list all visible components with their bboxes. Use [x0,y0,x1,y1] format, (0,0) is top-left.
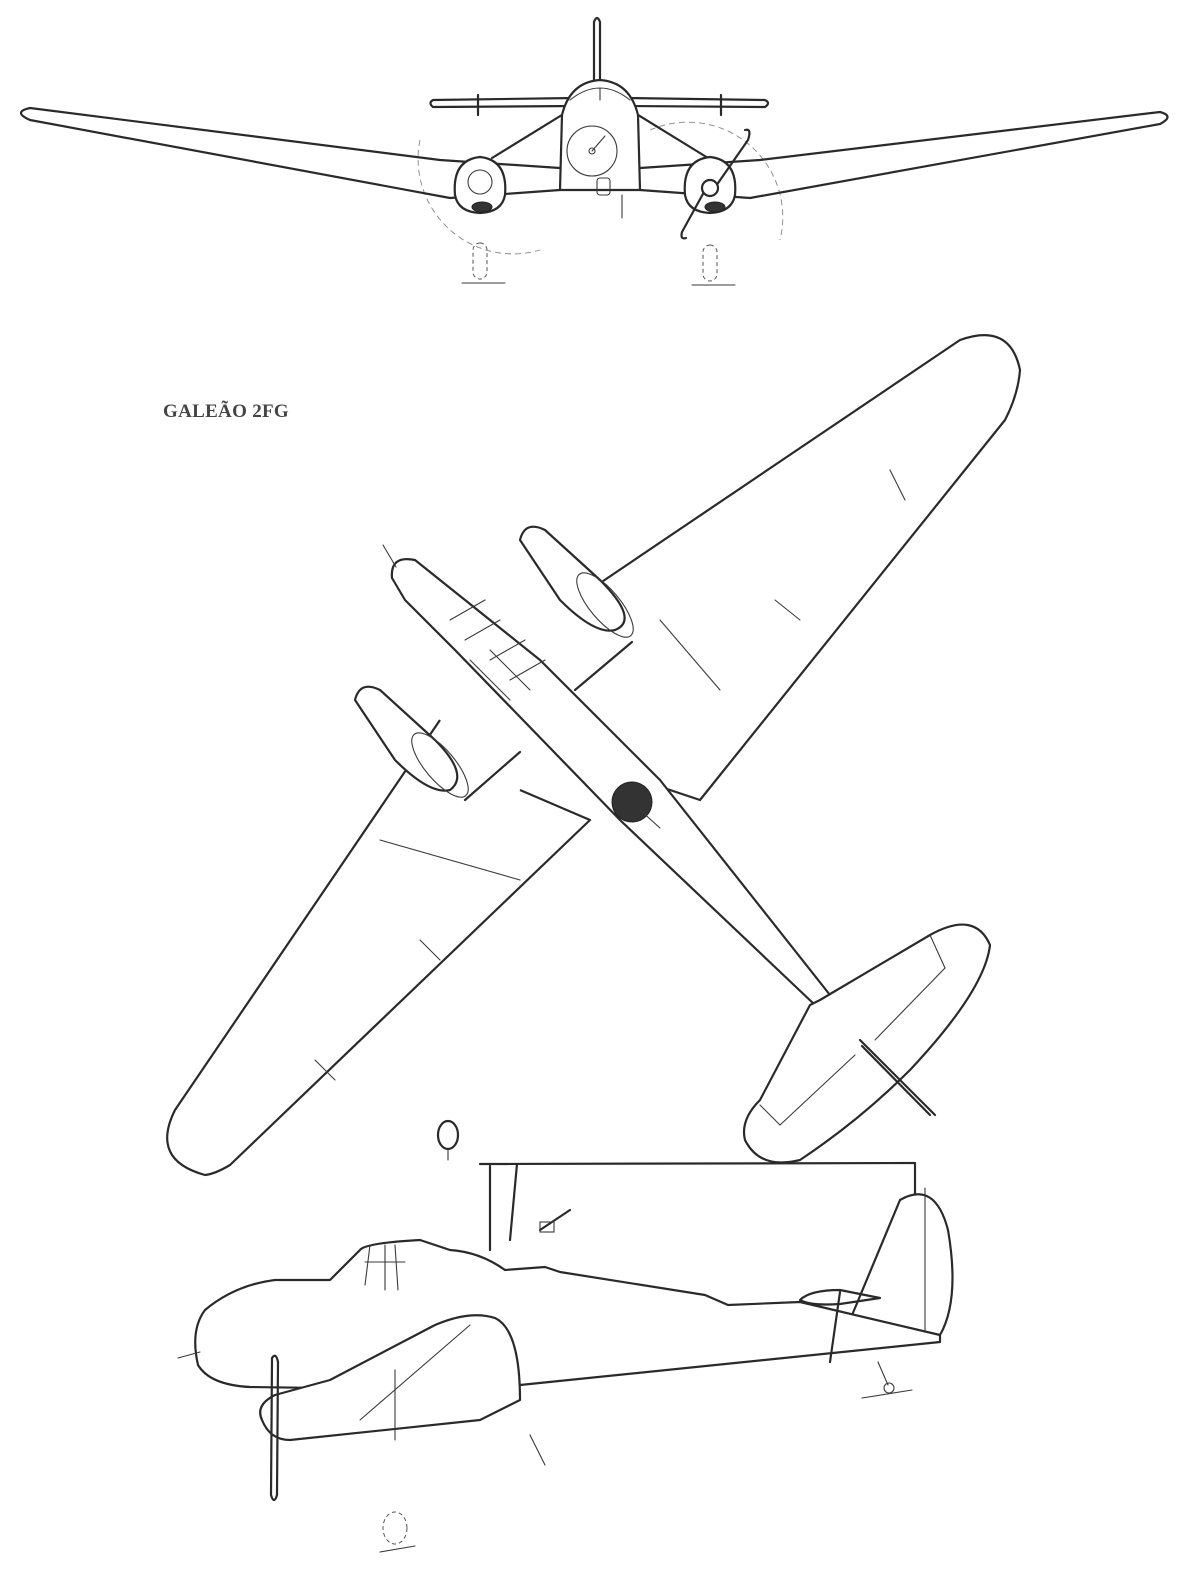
side-fin-rudder [848,1193,954,1342]
port-elevator-line [759,1104,781,1126]
left-wing [19,106,562,200]
tail-strut [828,1290,842,1364]
tailplane [429,96,770,109]
right-wing [638,110,1169,200]
nose-prop-blade [591,135,606,152]
fin-plan [858,1038,937,1117]
right-prop-arc [649,121,784,241]
chin-fairing [596,177,611,196]
main-wheel-retracted [382,1511,408,1545]
starboard-elevator-hinge [874,967,946,1041]
dorsal-gun-mount [539,1221,555,1233]
side-wing-outline [478,1161,917,1252]
starboard-panel-line [774,599,801,621]
side-tailplane [798,1288,882,1306]
port-aileron-line [314,1059,336,1081]
port-elevator-hinge [779,1054,856,1126]
port-panel-line [419,939,441,961]
front-fuselage [558,78,642,192]
nose-spinner [588,147,596,155]
right-spinner [700,178,720,198]
starboard-wing [574,334,1022,802]
port-prop-disc [411,732,469,798]
side-view [177,1119,954,1553]
side-nacelle [259,1314,522,1442]
port-nacelle [353,685,459,792]
tailplane-plan [742,923,992,1164]
right-oil-cooler [704,201,726,213]
starboard-elevator-line [929,934,946,969]
main-ground-line [379,1545,416,1553]
plan-view [166,334,1022,1177]
side-fuselage [194,1238,942,1392]
turret-gun [639,809,661,829]
tail-wheel [883,1382,895,1394]
right-strut [628,108,710,160]
right-propeller [680,128,751,240]
nose-ring [566,125,618,177]
tail-ground-line [861,1389,913,1399]
nose-gun [382,544,397,568]
starboard-flap-line [659,619,721,691]
left-nacelle [453,155,507,215]
left-oil-cooler [471,201,493,213]
cockpit-frames [449,599,546,701]
port-tail-strut [463,750,522,802]
left-strut [490,108,572,160]
vertical-fin [592,16,602,84]
starboard-aileron-line [889,469,906,501]
port-wing [166,719,592,1177]
port-flap-line [379,839,521,881]
left-nacelle-intake [467,169,493,195]
right-wheel-retracted [702,244,718,282]
dorsal-gun [538,1208,572,1232]
front-view [19,16,1169,286]
aircraft-title: GALEÃO 2FG [163,401,289,422]
canopy-frames [364,1244,406,1291]
starboard-prop-disc [576,572,634,638]
antenna-wire [529,1434,546,1466]
df-loop-antenna [436,1119,460,1151]
starboard-tail-strut [573,640,634,692]
plan-fuselage [390,558,832,1007]
windscreen [569,87,631,101]
left-wheel-retracted [472,242,488,280]
nacelle-panel-line [359,1324,471,1441]
side-propeller [269,1354,280,1502]
side-nose-gun [177,1351,201,1359]
starboard-nacelle [518,525,626,632]
tail-wheel-leg [877,1361,889,1386]
